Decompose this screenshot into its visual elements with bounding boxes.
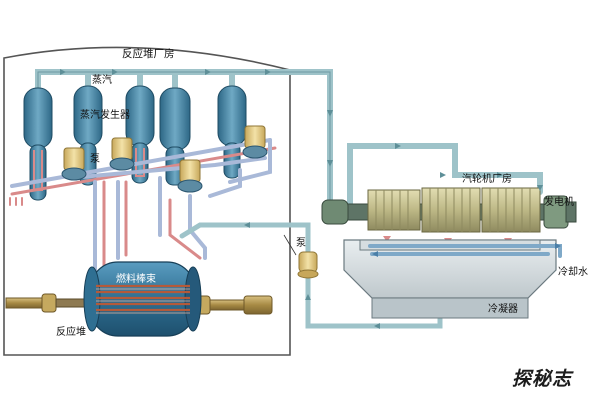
- cooling-water-arrows: [372, 243, 561, 257]
- pump-1: [61, 147, 87, 181]
- feedwater-arrows: [244, 222, 380, 329]
- pump-2: [109, 137, 135, 171]
- label-reactor: 反应堆: [56, 327, 86, 338]
- label-pump-right: 泵: [296, 238, 306, 249]
- generator: [543, 195, 577, 229]
- label-generator: 发电机: [544, 197, 574, 208]
- label-steam: 蒸汽: [92, 75, 112, 86]
- reactor-vessel: [83, 261, 202, 337]
- primary-loop-pipes: [9, 138, 277, 277]
- label-fuel-rods: 燃料棒束: [116, 274, 156, 285]
- feedwater-pump: [297, 251, 319, 279]
- primary-pumps: [61, 125, 268, 193]
- pump-4: [242, 125, 268, 159]
- turbine-steam-arrows: [440, 172, 543, 191]
- label-turbine-hall: 汽轮机厂房: [462, 174, 512, 185]
- label-reactor-building: 反应堆厂房: [122, 48, 175, 60]
- steam-generators: [23, 85, 247, 201]
- label-pump-left: 泵: [90, 154, 100, 165]
- pump-3: [177, 159, 203, 193]
- steam-generator-1: [23, 87, 53, 201]
- label-steam-generator: 蒸汽发生器: [80, 110, 130, 121]
- turbine-lp-1: [421, 187, 481, 233]
- label-condenser: 冷凝器: [488, 304, 518, 315]
- turbine-coupling: [321, 199, 349, 225]
- steam-generator-4: [217, 85, 247, 179]
- label-cooling-water: 冷却水: [558, 267, 588, 278]
- steam-flow-arrows: [60, 69, 401, 167]
- fuel-rod-bundle: [96, 284, 190, 312]
- site-logo: 探秘志: [512, 368, 573, 390]
- control-rod-drives: [5, 293, 273, 315]
- turbine-hp: [367, 189, 421, 231]
- turbine-lp-2: [481, 187, 541, 233]
- condenser: [343, 239, 557, 319]
- turbines: [367, 187, 541, 233]
